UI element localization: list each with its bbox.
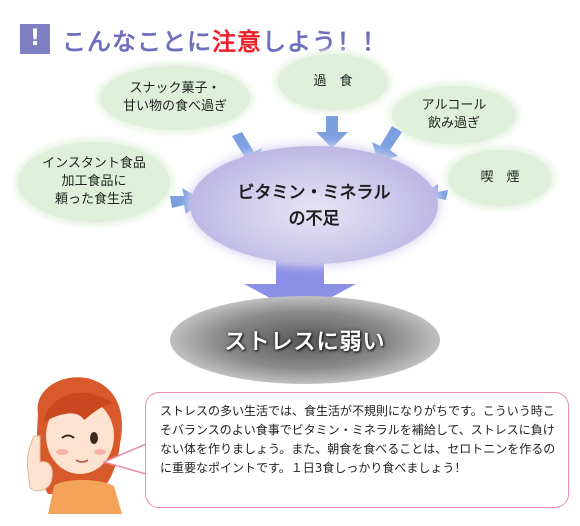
cause-snacks-label: スナック菓子・ 甘い物の食べ過ぎ bbox=[122, 81, 227, 114]
result-cloud bbox=[170, 296, 440, 384]
arrow-alcohol bbox=[372, 126, 402, 162]
cause-alcohol-label: アルコール 飲み過ぎ bbox=[421, 98, 487, 131]
title-text-after: しよう！！ bbox=[262, 28, 387, 56]
cause-instant-food-label: インスタント食品 加工食品に 頼った食生活 bbox=[42, 156, 146, 207]
exclamation-icon: ! bbox=[20, 24, 50, 54]
arrow-overeating bbox=[316, 116, 348, 148]
result-label: ストレスに弱い bbox=[224, 330, 386, 355]
woman-with-finger-up-illustration bbox=[27, 377, 122, 514]
arrow-instant-food bbox=[170, 188, 202, 214]
advice-text: ストレスの多い生活では、食生活が不規則になりがちです。こういう時こそバランスのよ… bbox=[160, 404, 556, 475]
speech-bubble-tail bbox=[101, 442, 149, 475]
title-highlight: 注意 bbox=[212, 28, 262, 56]
page-title: こんなことに注意しよう！！ bbox=[62, 22, 387, 57]
title-text-before: こんなことに bbox=[62, 28, 212, 56]
cause-alcohol: アルコール 飲み過ぎ bbox=[392, 86, 516, 144]
cause-snacks: スナック菓子・ 甘い物の食べ過ぎ bbox=[100, 66, 250, 130]
cause-smoking-label: 喫 煙 bbox=[480, 170, 520, 185]
speech-bubble bbox=[145, 392, 569, 508]
cause-overeating: 過 食 bbox=[278, 54, 388, 110]
cause-instant-food: インスタント食品 加工食品に 頼った食生活 bbox=[18, 142, 170, 222]
center-label: ビタミン・ミネラル の不足 bbox=[237, 183, 391, 229]
cause-overeating-label: 過 食 bbox=[313, 74, 353, 89]
vitamin-mineral-deficiency-node bbox=[190, 146, 438, 264]
cause-smoking: 喫 煙 bbox=[448, 150, 552, 206]
